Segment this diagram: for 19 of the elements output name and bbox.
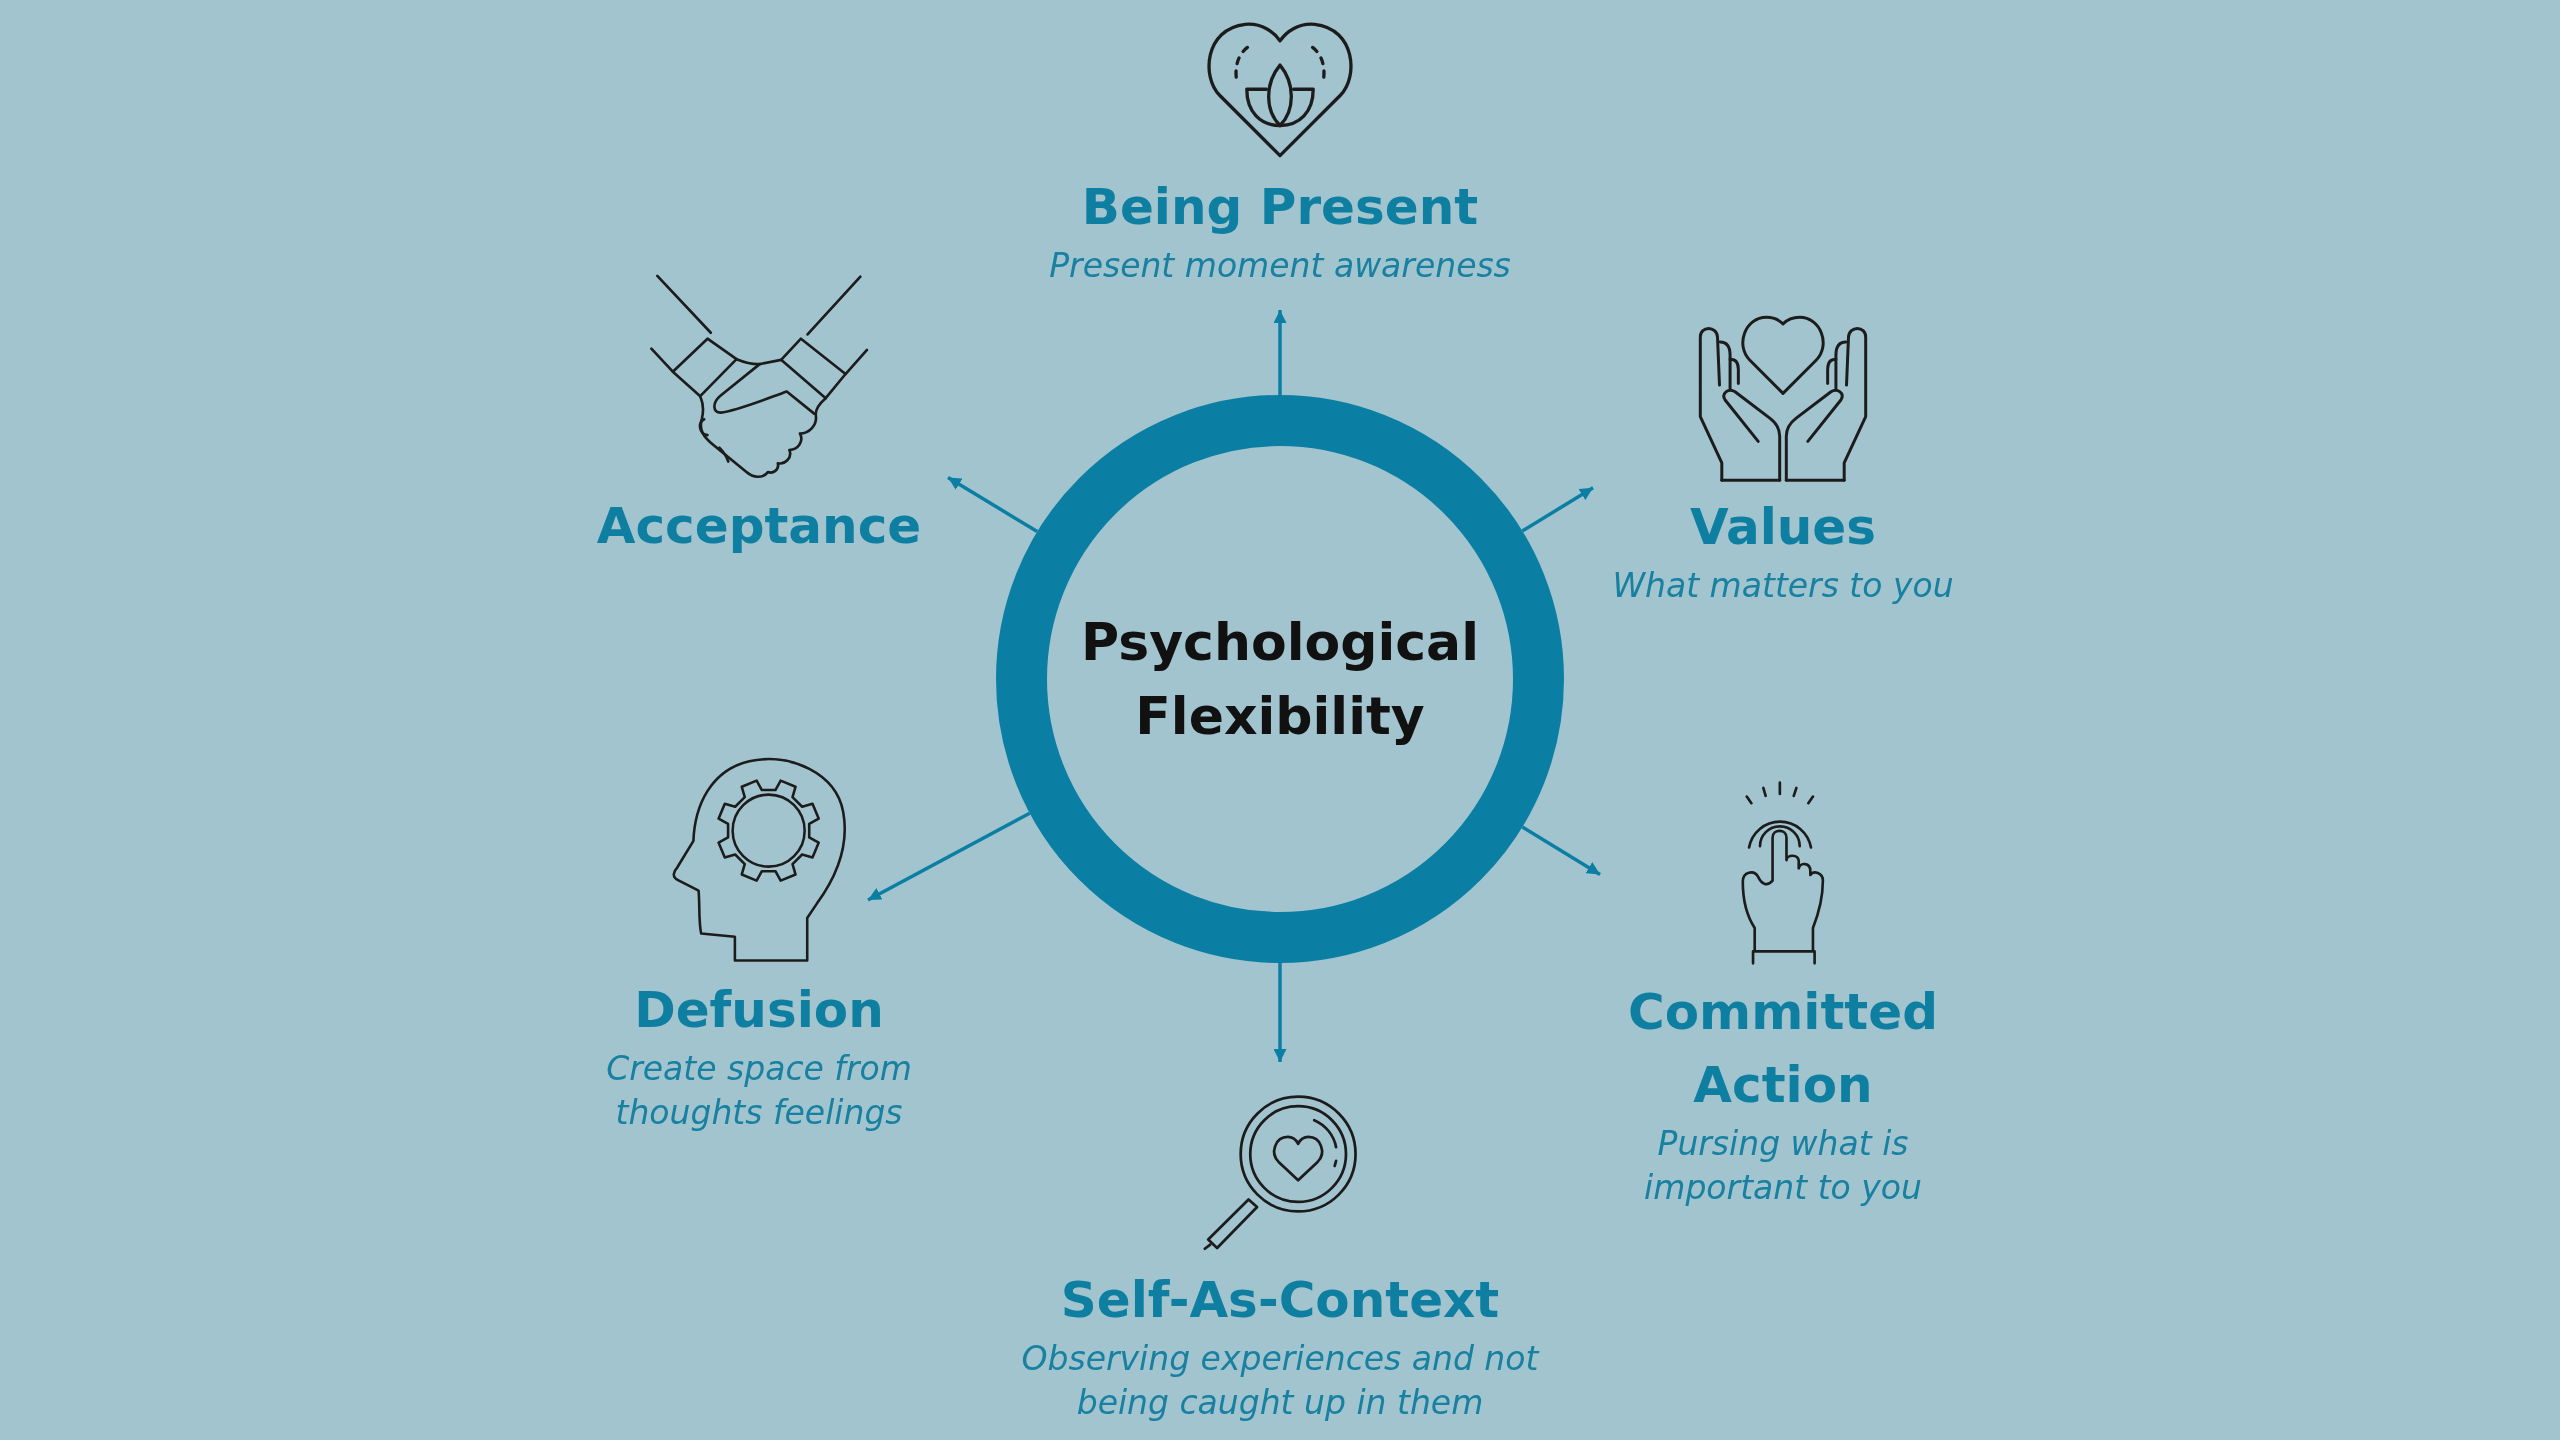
concept-description: Observing experiences and not being caught up in them (1020, 1338, 1541, 1424)
arrow (1521, 825, 1601, 876)
arrow (947, 475, 1039, 534)
arrow (867, 811, 1031, 902)
concept-description: Present moment awareness (1049, 245, 1511, 287)
arrow (1273, 310, 1287, 395)
concept-title: Self-As-Context (1060, 1270, 1500, 1331)
arrow (1273, 963, 1287, 1062)
concept-description: Pursing what is important to you (1643, 1123, 1923, 1209)
concept-description: Create space from thoughts feelings (605, 1048, 913, 1134)
concept-title: Being Present (1081, 177, 1479, 238)
arrow (1521, 486, 1594, 533)
center-label: Psychological Flexibility (1080, 611, 1480, 748)
concept-title: Acceptance (596, 496, 922, 557)
concept-title: Committed Action (1627, 982, 1939, 1116)
concept-description: What matters to you (1612, 565, 1954, 607)
concept-title: Values (1689, 497, 1877, 558)
ring (996, 395, 1564, 963)
concept-title: Defusion (634, 980, 884, 1041)
